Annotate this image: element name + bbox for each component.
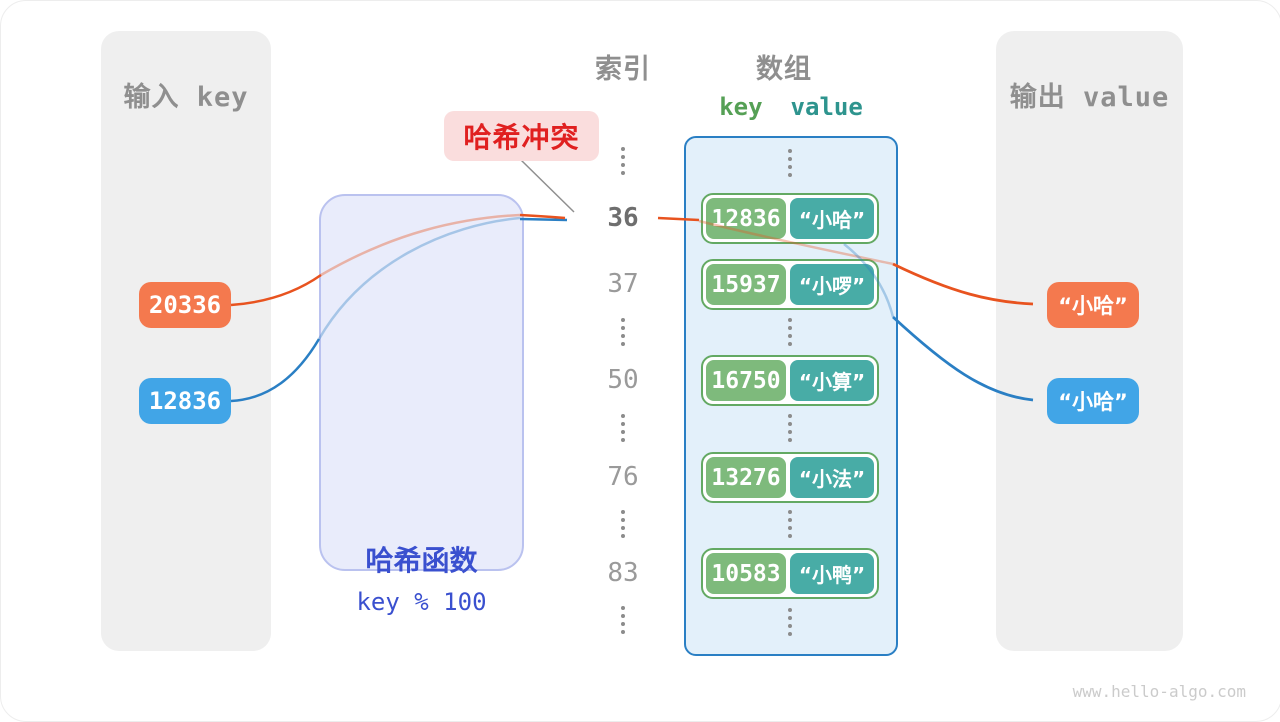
array-key-header: key (719, 93, 763, 121)
pair-key: 16750 (706, 360, 786, 401)
ellipsis-dots (788, 149, 792, 177)
hash-function-formula: key % 100 (356, 588, 487, 616)
input-panel: 输入 key (101, 31, 271, 651)
input-key-chip: 20336 (139, 282, 231, 328)
pair-key: 12836 (706, 198, 786, 239)
pair-key: 15937 (706, 264, 786, 305)
hash-function-name: 哈希函数 (365, 544, 478, 577)
ellipsis-dots (788, 318, 792, 346)
pair-value: “小算” (790, 360, 874, 401)
pair-value: “小鸭” (790, 553, 874, 594)
index-cell-76: 76 (607, 462, 639, 492)
array-kv-header: key value (684, 93, 898, 121)
array-pair-row: 13276 “小法” (701, 452, 879, 503)
ellipsis-dots (788, 510, 792, 538)
ellipsis-dots (621, 147, 625, 175)
array-value-header: value (790, 93, 863, 121)
ellipsis-dots (621, 606, 625, 634)
collision-badge-label: 哈希冲突 (463, 121, 580, 154)
pair-value: “小啰” (790, 264, 874, 305)
ellipsis-dots (621, 414, 625, 442)
pair-key: 13276 (706, 457, 786, 498)
array-pair-row: 16750 “小算” (701, 355, 879, 406)
output-value-text: “小哈” (1058, 390, 1128, 414)
index-cell-83: 83 (607, 558, 639, 588)
output-panel-title: 输出 value (1009, 82, 1170, 113)
pair-value: “小哈” (790, 198, 874, 239)
array-column-title: 数组 (756, 54, 812, 85)
output-panel: 输出 value (996, 31, 1183, 651)
pair-value: “小法” (790, 457, 874, 498)
arrow-blue-hash-to-index (519, 217, 568, 222)
output-value-text: “小哈” (1058, 294, 1128, 318)
input-key-chip: 12836 (139, 378, 231, 424)
array-pair-row: 15937 “小啰” (701, 259, 879, 310)
input-panel-title: 输入 key (123, 82, 249, 113)
index-column-title: 索引 (595, 54, 651, 85)
arrow-orange-hash-to-index (519, 213, 566, 220)
index-cell-37: 37 (607, 269, 639, 299)
ellipsis-dots (621, 510, 625, 538)
input-key-text: 12836 (148, 387, 222, 415)
ellipsis-dots (788, 608, 792, 636)
hash-function-box: 哈希函数 key % 100 (319, 194, 524, 616)
input-key-text: 20336 (148, 291, 222, 319)
array-pair-row: 12836 “小哈” (701, 193, 879, 244)
array-pair-row: 10583 “小鸭” (701, 548, 879, 599)
output-value-chip: “小哈” (1047, 282, 1139, 328)
pair-key: 10583 (706, 553, 786, 594)
collision-pointer-line (520, 159, 575, 213)
watermark: www.hello-algo.com (1072, 682, 1246, 701)
ellipsis-dots (788, 414, 792, 442)
index-cell-50: 50 (607, 365, 639, 395)
ellipsis-dots (621, 318, 625, 346)
index-cell-36: 36 (607, 203, 639, 233)
collision-badge: 哈希冲突 (444, 111, 599, 161)
output-value-chip: “小哈” (1047, 378, 1139, 424)
